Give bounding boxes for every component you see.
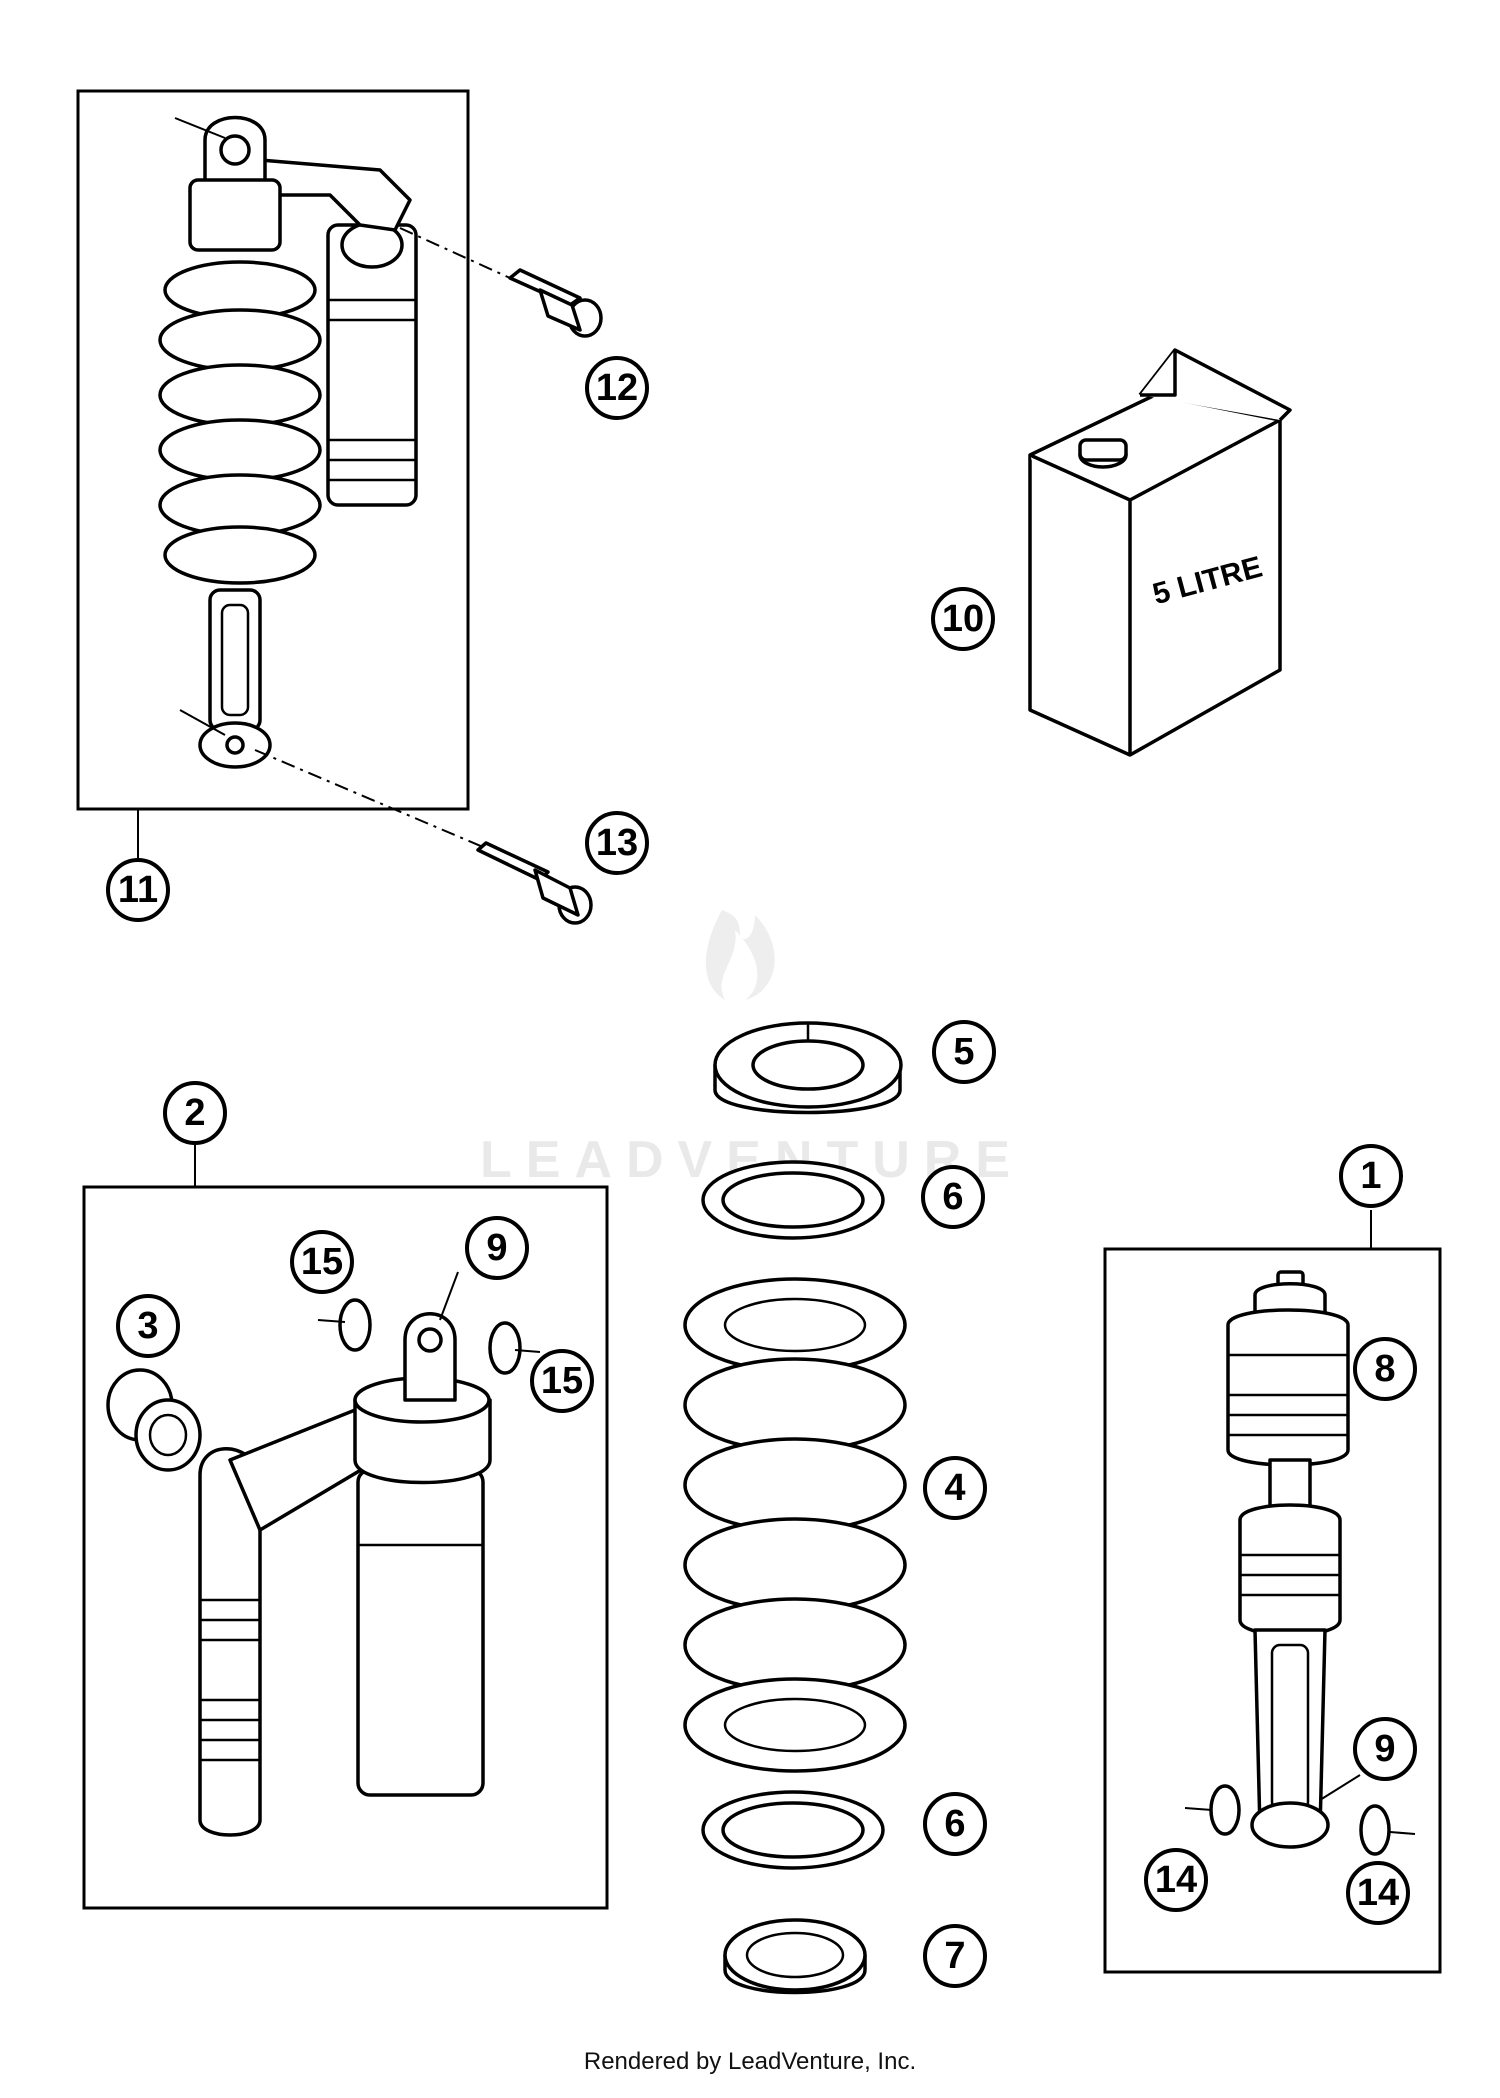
adjuster-nut [713,1021,903,1115]
callout-8-label: 8 [1374,1348,1395,1390]
spring-washer-top [701,1160,885,1240]
callout-10-label: 10 [942,598,984,640]
spring-stack [683,1021,907,1995]
callout-6-top: 6 [921,1165,985,1229]
bolt-12 [508,268,603,338]
callout-13-label: 13 [596,822,638,864]
callout-12-label: 12 [596,367,638,409]
callout-7: 7 [923,1924,987,1988]
spring-washer-bottom [701,1790,885,1870]
callout-9-right-label: 9 [1374,1728,1395,1770]
callout-2-label: 2 [184,1092,205,1134]
coil-spring [683,1277,907,1773]
frame-shock-assembly [76,89,470,811]
callout-15-left-label: 15 [301,1241,343,1283]
callout-1-label: 1 [1360,1155,1381,1197]
frame-damper [1103,1247,1442,1974]
callout-1: 1 [1339,1144,1403,1208]
callout-11-label: 11 [118,869,158,911]
callout-4-label: 4 [944,1467,965,1509]
callout-9-left: 9 [465,1216,529,1280]
callout-9-right: 9 [1353,1717,1417,1781]
callout-8: 8 [1353,1337,1417,1401]
damper-body-assembly [82,1145,609,1910]
bolt-13 [476,841,593,925]
callout-6-bottom-label: 6 [944,1803,965,1845]
callout-11: 11 [106,858,170,922]
callout-14-left: 14 [1144,1848,1208,1912]
callout-7-label: 7 [944,1935,965,1977]
callout-3-label: 3 [137,1305,158,1347]
damper-assembly [1103,1210,1442,1974]
callout-15-left: 15 [290,1230,354,1294]
callout-15-right-label: 15 [541,1360,583,1402]
callout-4: 4 [923,1456,987,1520]
callout-5: 5 [932,1020,996,1084]
reservoir-cap [106,1368,202,1472]
callout-6-top-label: 6 [942,1176,963,1218]
callout-5-label: 5 [953,1031,974,1073]
callout-10: 10 [931,587,995,651]
callout-13: 13 [585,811,649,875]
shock-absorber-assembly [76,89,511,860]
oil-can: 5 LITRE [1028,348,1292,757]
callout-14-left-label: 14 [1155,1859,1197,1901]
render-credit: Rendered by LeadVenture, Inc. [583,2048,917,2075]
callout-6-bottom: 6 [923,1792,987,1856]
frame-damper-body [82,1185,609,1910]
callout-9-left-label: 9 [486,1227,507,1269]
spring-retainer [723,1918,867,1995]
callout-12: 12 [585,356,649,420]
watermark-logo [705,910,775,1000]
callout-14-right-label: 14 [1357,1872,1399,1914]
callout-2: 2 [163,1081,227,1145]
callout-3: 3 [116,1294,180,1358]
callout-14-right: 14 [1346,1861,1410,1925]
callout-15-right: 15 [530,1349,594,1413]
